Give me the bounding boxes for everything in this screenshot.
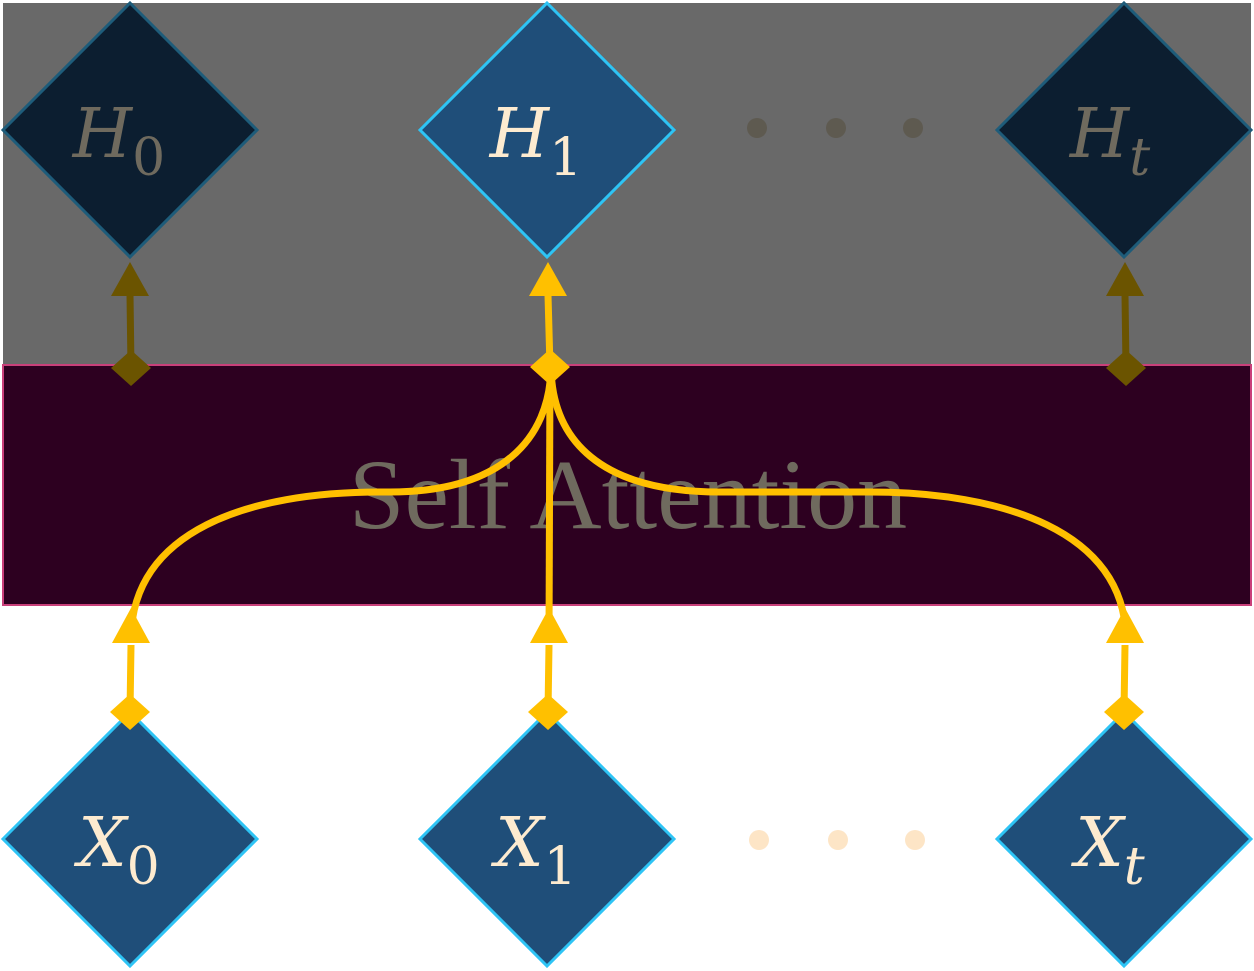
output-overlay — [3, 3, 1251, 365]
svg-text:Xt: Xt — [1070, 804, 1144, 897]
svg-text:H1: H1 — [488, 95, 582, 188]
output-subscript-h1: 1 — [549, 128, 582, 188]
arrowhead-h1 — [529, 262, 567, 296]
svg-text:X1: X1 — [490, 804, 577, 897]
input-symbol-xt: X — [1070, 804, 1126, 883]
output-symbol-ht: H — [1068, 95, 1131, 174]
diamond-x1 — [528, 694, 568, 730]
output-node-h0: H0 — [0, 0, 260, 260]
diamond-xt — [1104, 694, 1144, 730]
output-symbol-h0: H — [71, 95, 134, 174]
input-symbol-x0: X — [73, 804, 129, 883]
arrowhead-from-x1 — [530, 608, 568, 643]
input-subscript-xt: t — [1124, 837, 1145, 897]
output-symbol-h1: H — [488, 95, 551, 174]
self-attention-block — [2, 364, 1252, 606]
input-subscript-x1: 1 — [544, 837, 577, 897]
svg-text:Ht: Ht — [1068, 95, 1150, 188]
output-subscript-h0: 0 — [132, 128, 165, 188]
output-node-ht: Ht — [994, 0, 1254, 260]
diamond-x0 — [110, 694, 150, 730]
input-ellipsis — [749, 830, 925, 850]
input-node-xt: Xt — [994, 709, 1254, 969]
arrow-to-ht — [1106, 262, 1146, 386]
attention-flow-to-h1 — [110, 262, 1144, 730]
output-ellipsis — [747, 118, 923, 138]
input-symbol-x1: X — [490, 804, 546, 883]
arrow-to-h0 — [111, 262, 151, 386]
input-node-x1: X1 — [417, 709, 677, 969]
attention-curve-x0 — [127, 366, 555, 641]
svg-text:H0: H0 — [71, 95, 165, 188]
output-subscript-ht: t — [1129, 128, 1150, 188]
attention-curve-xt — [547, 366, 1130, 641]
arrowhead-from-xt — [1106, 608, 1144, 643]
arrowhead-from-x0 — [112, 608, 150, 643]
input-subscript-x0: 0 — [127, 837, 160, 897]
junction-diamond-h1 — [530, 349, 570, 385]
svg-text:X0: X0 — [73, 804, 160, 897]
output-node-h1: H1 — [417, 0, 677, 260]
input-node-x0: X0 — [0, 709, 260, 969]
attention-line-x1 — [545, 366, 554, 641]
